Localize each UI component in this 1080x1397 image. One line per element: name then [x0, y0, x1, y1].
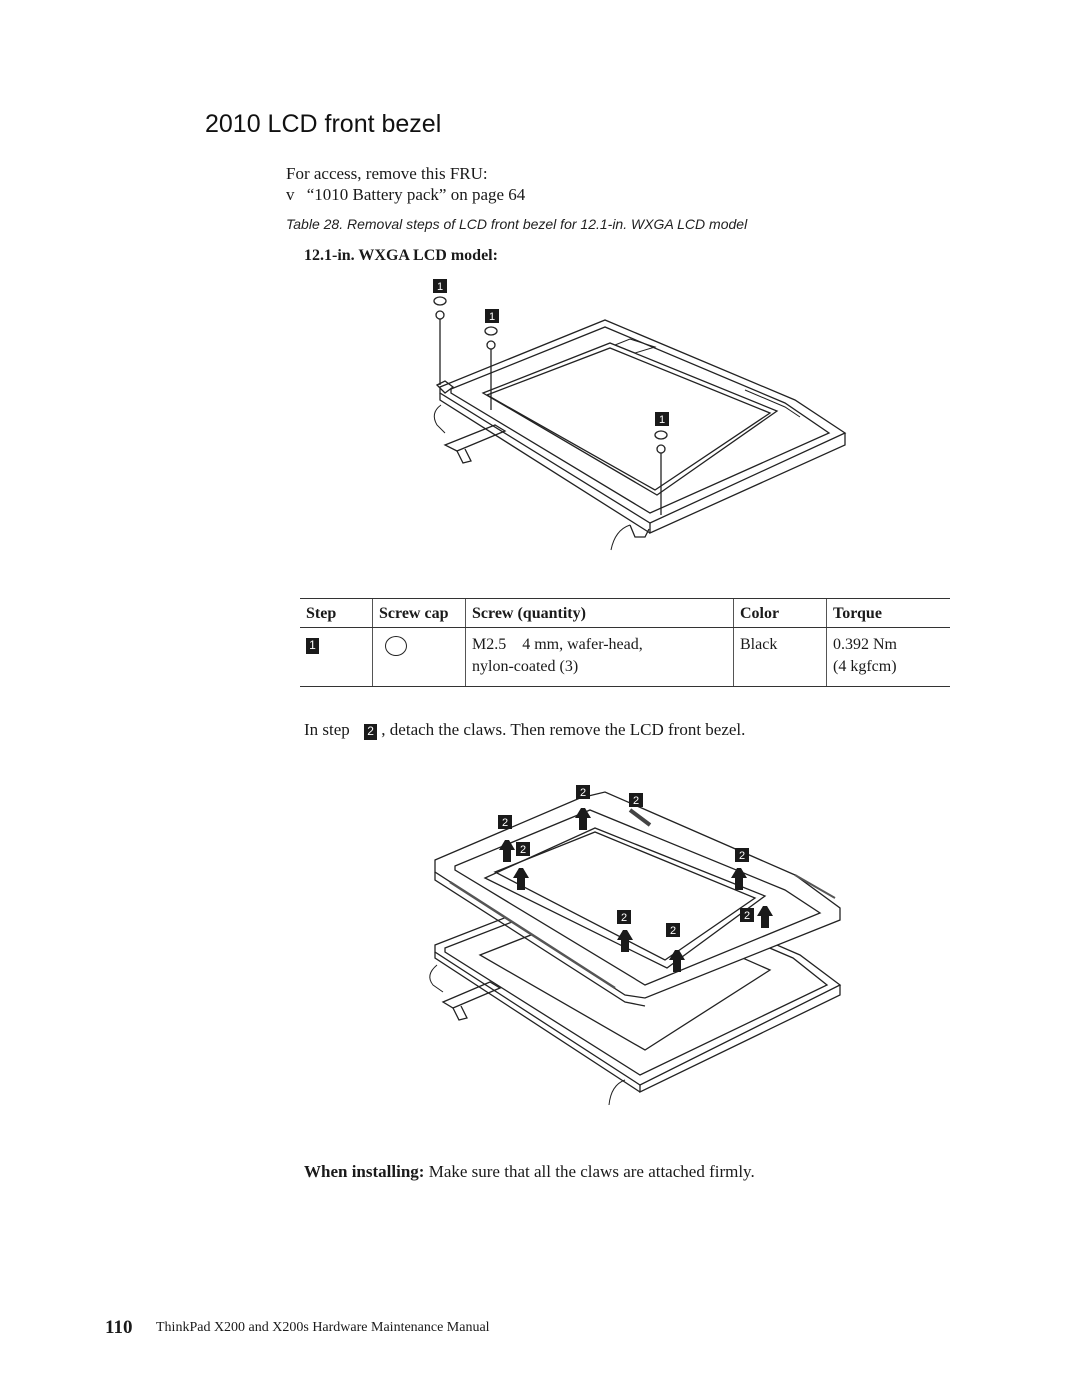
torque-line2: (4 kgfcm) [833, 658, 897, 675]
step2-prefix: In step [304, 720, 350, 739]
header-screw-quantity: Screw (quantity) [465, 598, 734, 628]
battery-pack-link[interactable]: “1010 Battery pack” on page 64 [306, 185, 526, 204]
screw-quantity-cell: M2.5 4 mm, wafer-head, nylon-coated (3) [465, 627, 734, 687]
claw-callout-label: 2 [633, 795, 639, 807]
installing-text: Make sure that all the claws are attache… [428, 1162, 755, 1181]
claw-callout-label: 2 [520, 844, 526, 856]
lcd-bezel-screw-diagram: 1 1 1 [433, 279, 847, 551]
screw-table: Step Screw cap Screw (quantity) Color To… [300, 598, 950, 687]
claw-callout-label: 2 [621, 912, 627, 924]
callout-label-b: 1 [489, 311, 495, 323]
claw-arrows [499, 808, 773, 972]
callout-label-a: 1 [437, 281, 443, 293]
page-number: 110 [105, 1317, 133, 1338]
torque-cell: 0.392 Nm (4 kgfcm) [826, 627, 950, 687]
color-cell: Black [733, 627, 827, 687]
torque-line1: 0.392 Nm [833, 636, 897, 653]
callout-label-c: 1 [659, 414, 665, 426]
header-step: Step [300, 598, 373, 628]
screw-cap-cell [372, 627, 466, 687]
claw-callout-label: 2 [739, 850, 745, 862]
model-heading: 12.1-in. WXGA LCD model: [304, 247, 498, 264]
claw-callout-label: 2 [580, 787, 586, 799]
flex-cable [443, 424, 507, 464]
header-color: Color [733, 598, 827, 628]
header-torque: Torque [826, 598, 950, 628]
screw-table-header: Step Screw cap Screw (quantity) Color To… [300, 598, 950, 628]
claw-callout-label: 2 [744, 910, 750, 922]
screw-callout-b [484, 309, 499, 410]
lcd-bezel-outline [433, 319, 847, 551]
claw-callout-label: 2 [670, 925, 676, 937]
front-bezel-outline [434, 791, 841, 1007]
screw-cap-icon [385, 636, 407, 656]
installing-note: When installing: Make sure that all the … [304, 1162, 755, 1182]
section-title: 2010 LCD front bezel [205, 110, 442, 138]
footer-title: ThinkPad X200 and X200s Hardware Mainten… [156, 1320, 490, 1335]
screw-callout-c [654, 412, 669, 515]
screw-spec-line2: nylon-coated (3) [472, 658, 579, 675]
claw-callout-label: 2 [502, 817, 508, 829]
step2-suffix: , detach the claws. Then remove the LCD … [381, 720, 746, 739]
step2-instruction: In step 2 , detach the claws. Then remov… [304, 720, 745, 740]
table-caption: Table 28. Removal steps of LCD front bez… [286, 216, 748, 232]
callout-badges [498, 785, 754, 937]
callout-labels: 2 2 2 2 2 2 2 2 [502, 787, 750, 937]
header-screw-cap: Screw cap [372, 598, 466, 628]
step-badge: 1 [306, 638, 319, 654]
screw-callout-a [433, 279, 447, 385]
table-row: 1 M2.5 4 mm, wafer-head, nylon-coated (3… [300, 627, 950, 687]
installing-label: When installing: [304, 1162, 425, 1181]
access-intro: For access, remove this FRU: [286, 164, 488, 183]
lcd-bezel-claws-diagram: 2 2 2 2 2 2 2 2 [429, 785, 842, 1106]
step2-badge: 2 [364, 724, 378, 740]
step-cell: 1 [300, 627, 373, 687]
access-list-item: v “1010 Battery pack” on page 64 [286, 185, 525, 205]
screw-spec-line1: M2.5 4 mm, wafer-head, [472, 636, 643, 653]
bullet-marker: v [286, 185, 295, 204]
